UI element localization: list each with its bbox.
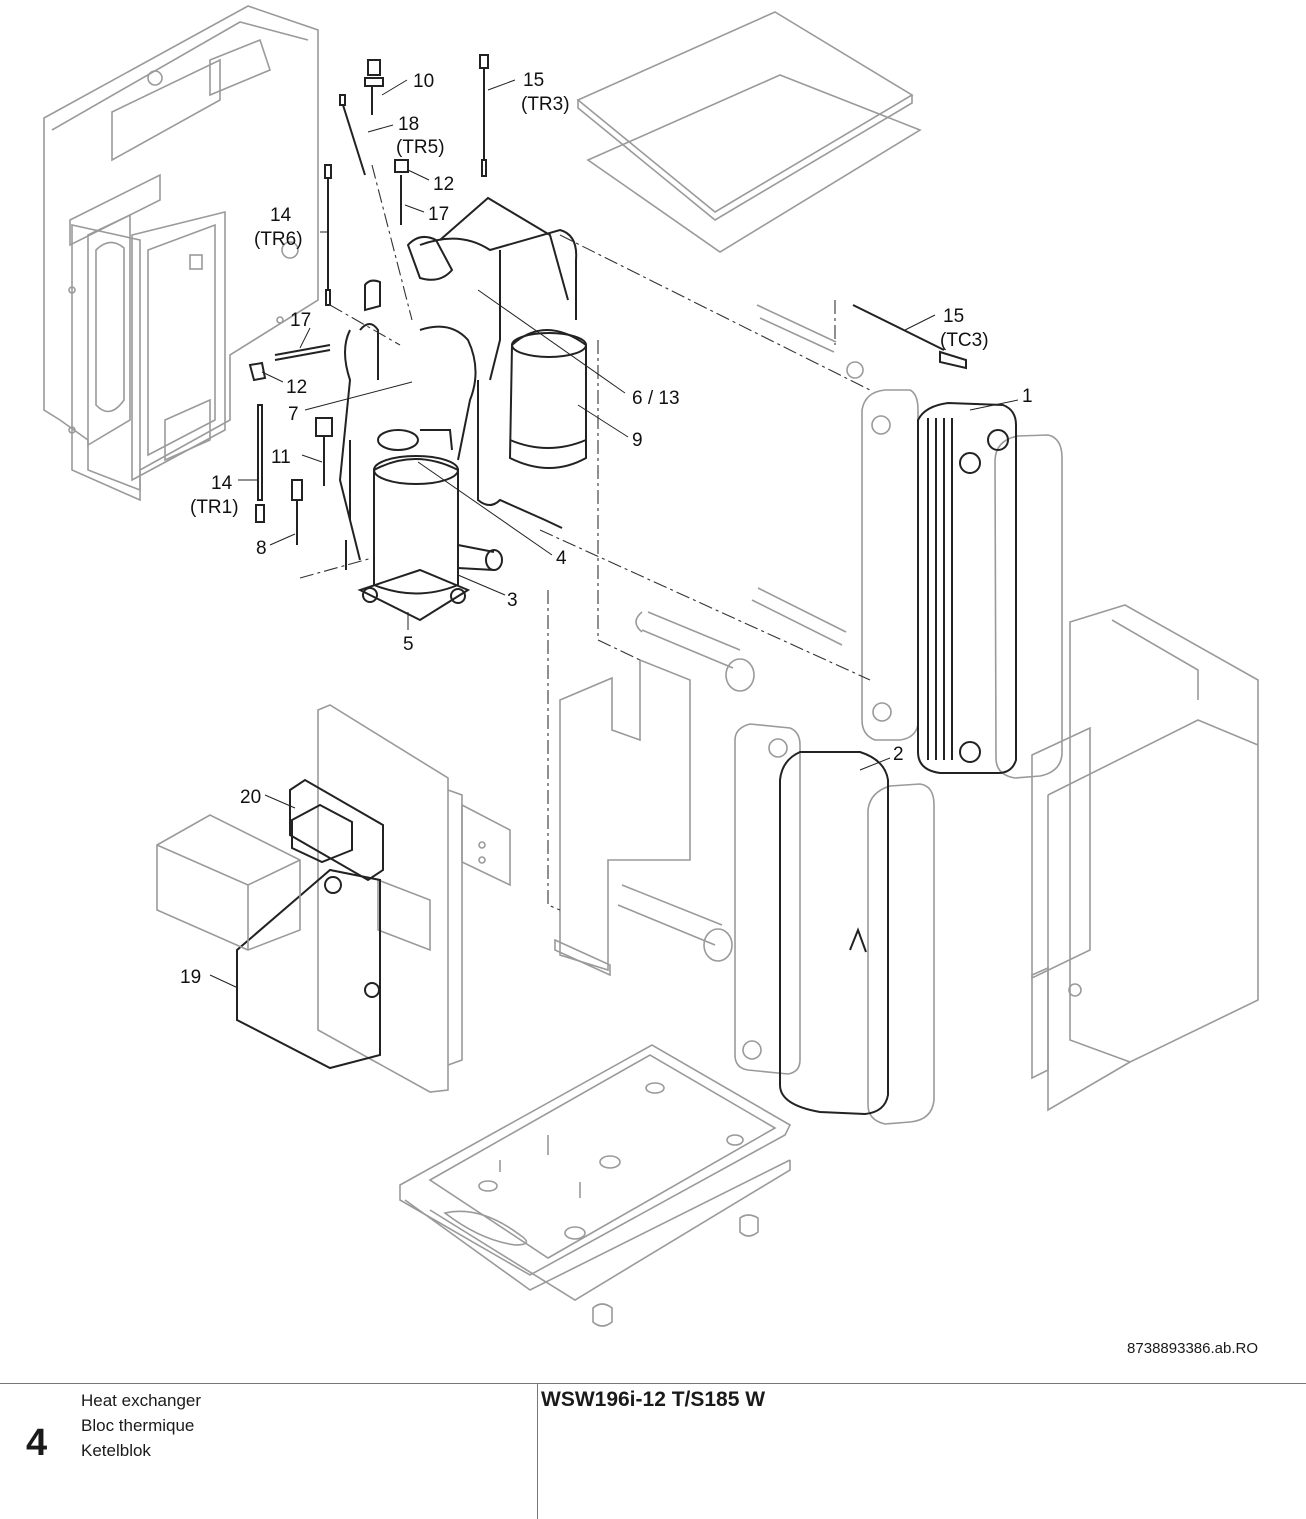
callout-labels: 1 2 3 4 5 6 / 13 7 8 9 10 11 12 12 14 (T…: [180, 70, 1033, 988]
callout-11: 11: [271, 447, 291, 468]
callout-18: 18: [398, 114, 419, 135]
callout-14-tr1-sub: (TR1): [190, 497, 239, 518]
callout-8: 8: [256, 538, 267, 559]
leader-lines: [209, 79, 1019, 989]
side-panel-right: [1031, 604, 1259, 1112]
refrigerant-piping: [338, 196, 578, 570]
model-title: WSW196i-12 T/S185 W: [541, 1388, 766, 1411]
callout-12-top: 12: [433, 174, 454, 195]
callout-18-sub: (TR5): [396, 137, 445, 158]
callout-1: 1: [1022, 386, 1033, 407]
callout-2: 2: [893, 744, 904, 765]
section-titles: Heat exchanger Bloc thermique Ketelblok: [81, 1388, 201, 1463]
callout-5: 5: [403, 634, 414, 655]
electrical-box: [156, 778, 384, 1070]
section-number: 4: [26, 1422, 48, 1464]
back-panel-left: [43, 5, 319, 502]
callout-4: 4: [556, 548, 567, 569]
electrical-mounting-plate: [317, 704, 511, 1093]
assembly-lines: [299, 164, 871, 911]
section-title-nl: Ketelblok: [81, 1441, 151, 1460]
compressor: [357, 455, 503, 622]
callout-14-tr1: 14: [211, 473, 233, 494]
accumulator: [508, 329, 587, 469]
callout-7: 7: [288, 404, 299, 425]
drawing-reference: 8738893386.ab.RO: [1127, 1340, 1258, 1357]
callout-15-tc3: 15: [943, 306, 964, 327]
section-title-fr: Bloc thermique: [81, 1416, 195, 1435]
heat-exchanger-2: [779, 751, 889, 1116]
callout-14-tr6-sub: (TR6): [254, 229, 303, 250]
water-pipes: [554, 611, 755, 977]
base-frame: [399, 1044, 792, 1327]
callout-3: 3: [507, 590, 518, 611]
callout-10: 10: [413, 71, 434, 92]
callout-17-left: 17: [290, 310, 311, 331]
exchanger-plate-left: [734, 723, 935, 1125]
callout-17-top: 17: [428, 204, 449, 225]
callout-14-tr6: 14: [270, 205, 292, 226]
callout-19: 19: [180, 967, 201, 988]
exploded-parts-diagram: 1 2 3 4 5 6 / 13 7 8 9 10 11 12 12 14 (T…: [43, 5, 1259, 1327]
callout-15-tr3: 15: [523, 70, 544, 91]
callout-12-left: 12: [286, 377, 307, 398]
footer: 4 Heat exchanger Bloc thermique Ketelblo…: [0, 1383, 1306, 1519]
valves-and-sensors: [248, 54, 967, 545]
callout-6-13: 6 / 13: [632, 388, 680, 409]
top-cover: [576, 11, 922, 253]
footer-divider: [537, 1384, 538, 1519]
callout-20: 20: [240, 787, 261, 808]
callout-15-tc3-sub: (TC3): [940, 330, 989, 351]
heat-exchanger-1: [917, 401, 1017, 774]
callout-9: 9: [632, 430, 643, 451]
callout-15-tr3-sub: (TR3): [521, 94, 570, 115]
section-title-en: Heat exchanger: [81, 1391, 202, 1410]
